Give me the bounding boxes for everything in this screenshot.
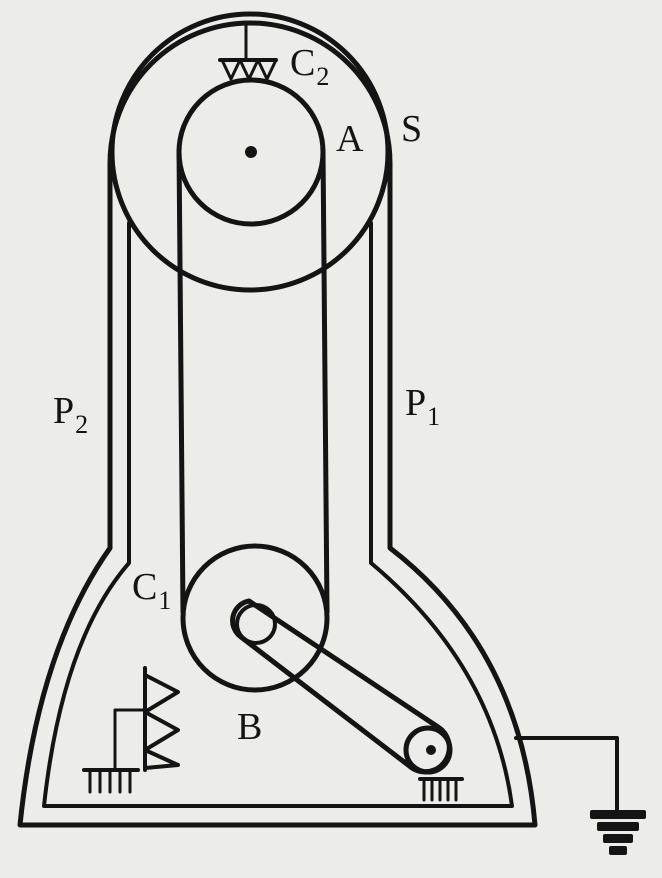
pulley-b (180, 543, 330, 693)
spring-support-arm (113, 708, 147, 772)
label-b-main: B (237, 706, 263, 748)
housing-outer-wall (17, 20, 538, 828)
label-c1-sub: 1 (158, 586, 172, 615)
outer-circle (109, 11, 391, 293)
spring-contact-left (143, 673, 180, 770)
pivot-ground-hatching (422, 777, 458, 802)
label-a-main: A (336, 118, 364, 160)
crank-pivot-center (426, 745, 436, 755)
label-c2-sub: 2 (316, 62, 330, 91)
earth-symbol (590, 810, 646, 855)
label-c2-main: C (290, 42, 316, 84)
label-c1-main: C (132, 566, 158, 608)
crank-pin-b (235, 603, 277, 645)
belt-left-strand (176, 147, 186, 615)
label-s-main: S (401, 108, 423, 150)
label-p1-main: P (405, 382, 427, 424)
label-a: A (336, 120, 363, 158)
label-p1: P1 (405, 382, 440, 430)
crank-pivot (403, 725, 453, 775)
label-p2-main: P (53, 390, 75, 432)
spring-ground-hatching (88, 768, 132, 794)
earth-wire (514, 736, 619, 812)
pulley-a-axle (245, 146, 257, 158)
label-b: B (237, 708, 262, 746)
label-p2-sub: 2 (75, 410, 89, 439)
label-c2: C2 (290, 42, 329, 90)
belt-right-strand (320, 147, 330, 615)
label-s: S (401, 110, 422, 148)
crank-arm (230, 598, 452, 775)
label-p2: P2 (53, 390, 88, 438)
label-c1: C1 (132, 566, 171, 614)
label-p1-sub: 1 (427, 402, 441, 431)
contact-c2-spring (220, 58, 278, 81)
housing-inner-wall (42, 221, 514, 808)
